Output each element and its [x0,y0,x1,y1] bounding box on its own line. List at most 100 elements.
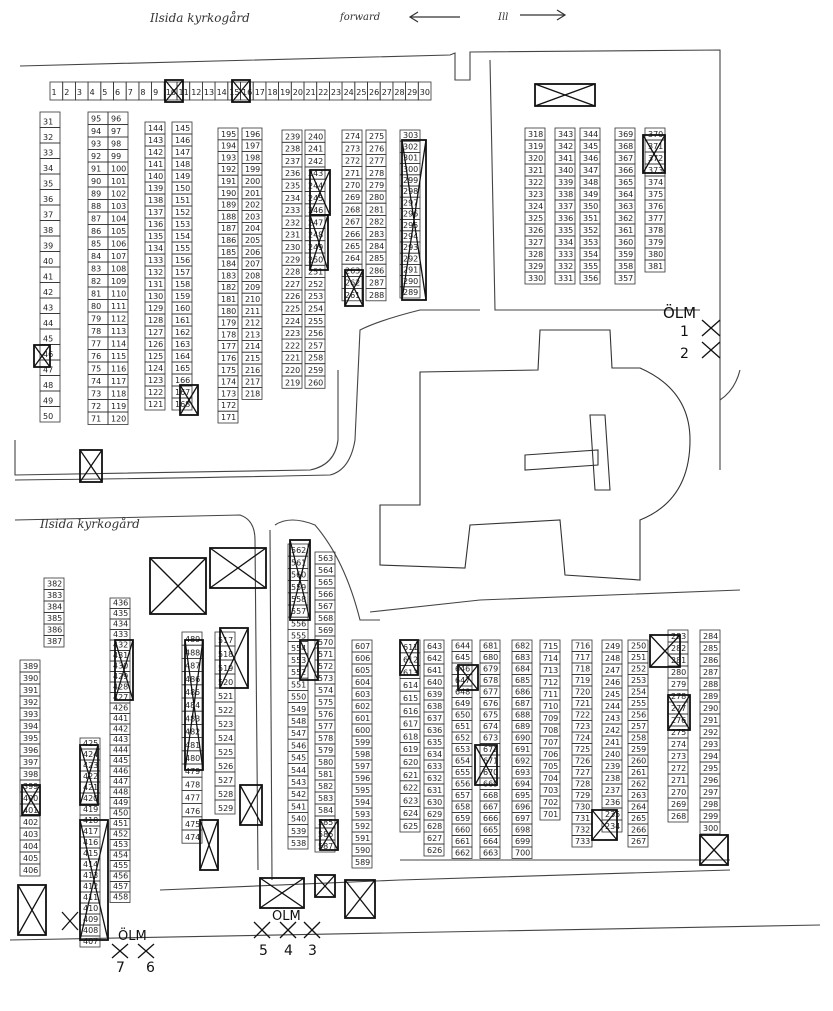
plot-number: 486 [185,675,200,684]
plot-number: 732 [575,826,590,835]
olm-label-2: ÖLM [118,927,147,944]
plot-number: 730 [575,803,590,812]
plot-number: 333 [558,250,573,259]
plot-number: 673 [483,734,498,743]
plot-number: 619 [403,745,418,754]
plot-number: 184 [221,260,236,269]
plot-number: 284 [369,242,384,251]
plot-number: 477 [185,794,200,803]
plot-number: 110 [111,290,126,299]
plot-number: 592 [355,822,370,831]
plot-number: 202 [245,201,260,210]
plot-number: 259 [308,366,323,375]
plot-number: 428 [113,683,128,692]
plot-number: 425 [83,739,98,748]
plot-number: 525 [218,748,233,757]
plot-number: 642 [427,654,442,663]
plot-number: 211 [245,307,260,316]
plot-number: 80 [91,302,101,311]
plot-cell [614,271,636,285]
plot-number: 103 [111,202,126,211]
plot-number: 247 [308,218,323,227]
plot-number: 396 [23,746,38,755]
top-row-number: 4 [90,88,95,97]
plot-number: 389 [23,662,38,671]
plot-number: 36 [43,195,53,204]
top-row-number: 27 [382,88,392,97]
plot-number: 352 [583,226,598,235]
plot-number: 245 [605,690,620,699]
plot-number: 378 [648,226,663,235]
plot-number: 49 [43,397,53,406]
plot-number: 275 [671,728,686,737]
plot-number: 596 [355,774,370,783]
plot-number: 638 [427,702,442,711]
plot-number: 138 [148,196,163,205]
plot-number: 424 [83,750,98,759]
plot-number: 121 [148,400,163,409]
plot-number: 336 [558,214,573,223]
plot-number: 91 [91,165,101,174]
plot-number: 259 [631,745,646,754]
plot-cell [539,807,561,821]
plot-number: 297 [403,198,418,207]
plot-number: 580 [318,758,333,767]
plot-number: 422 [83,772,98,781]
plot-number: 412 [83,882,98,891]
plot-number: 686 [515,688,530,697]
plot-number: 710 [543,702,558,711]
plot-number: 286 [369,266,384,275]
plot-number: 692 [515,757,530,766]
plot-cell [107,411,129,425]
olm-number-6: 6 [146,960,155,976]
plot-number: 85 [91,240,101,249]
plot-number: 546 [291,741,306,750]
plot-number: 716 [575,642,590,651]
top-row-number: 6 [115,88,120,97]
plot-number: 442 [113,725,128,734]
plot-number: 162 [175,328,190,337]
crossed-plot-icon [344,879,376,919]
plot-number: 683 [515,653,530,662]
plot-number: 226 [285,292,300,301]
top-row-number: 16 [242,88,252,97]
plot-number: 117 [111,377,126,386]
plot-number: 291 [403,266,418,275]
plot-number: 277 [671,704,686,713]
plot-number: 335 [558,226,573,235]
plot-number: 234 [605,822,620,831]
plot-number: 606 [355,654,370,663]
plot-number: 297 [703,788,718,797]
plot-number: 453 [113,840,128,849]
crossed-plot-icon [114,639,134,701]
plot-number: 631 [427,786,442,795]
plot-number: 219 [285,378,300,387]
plot-number: 649 [455,699,470,708]
top-row-number: 26 [369,88,379,97]
plot-number: 280 [671,668,686,677]
plot-number: 330 [528,274,543,283]
plot-number: 189 [221,201,236,210]
plot-number: 549 [291,705,306,714]
plot-number: 195 [221,130,236,139]
plot-number: 264 [631,803,646,812]
plot-number: 163 [175,340,190,349]
plot-number: 656 [455,780,470,789]
plot-number: 136 [148,220,163,229]
plot-number: 131 [148,280,163,289]
plot-number: 258 [631,734,646,743]
plot-number: 76 [91,352,101,361]
plot-number: 694 [515,780,530,789]
plot-number: 257 [631,722,646,731]
plot-number: 153 [175,220,190,229]
plot-number: 585 [318,818,333,827]
plot-number: 479 [185,767,200,776]
top-row-number: 5 [102,88,107,97]
plot-number: 229 [285,255,300,264]
plot-number: 227 [285,280,300,289]
plot-number: 97 [111,127,121,136]
plot-number: 268 [345,205,360,214]
plot-number: 624 [403,809,418,818]
plot-number: 249 [308,243,323,252]
cemetery-boundary [9,49,821,941]
